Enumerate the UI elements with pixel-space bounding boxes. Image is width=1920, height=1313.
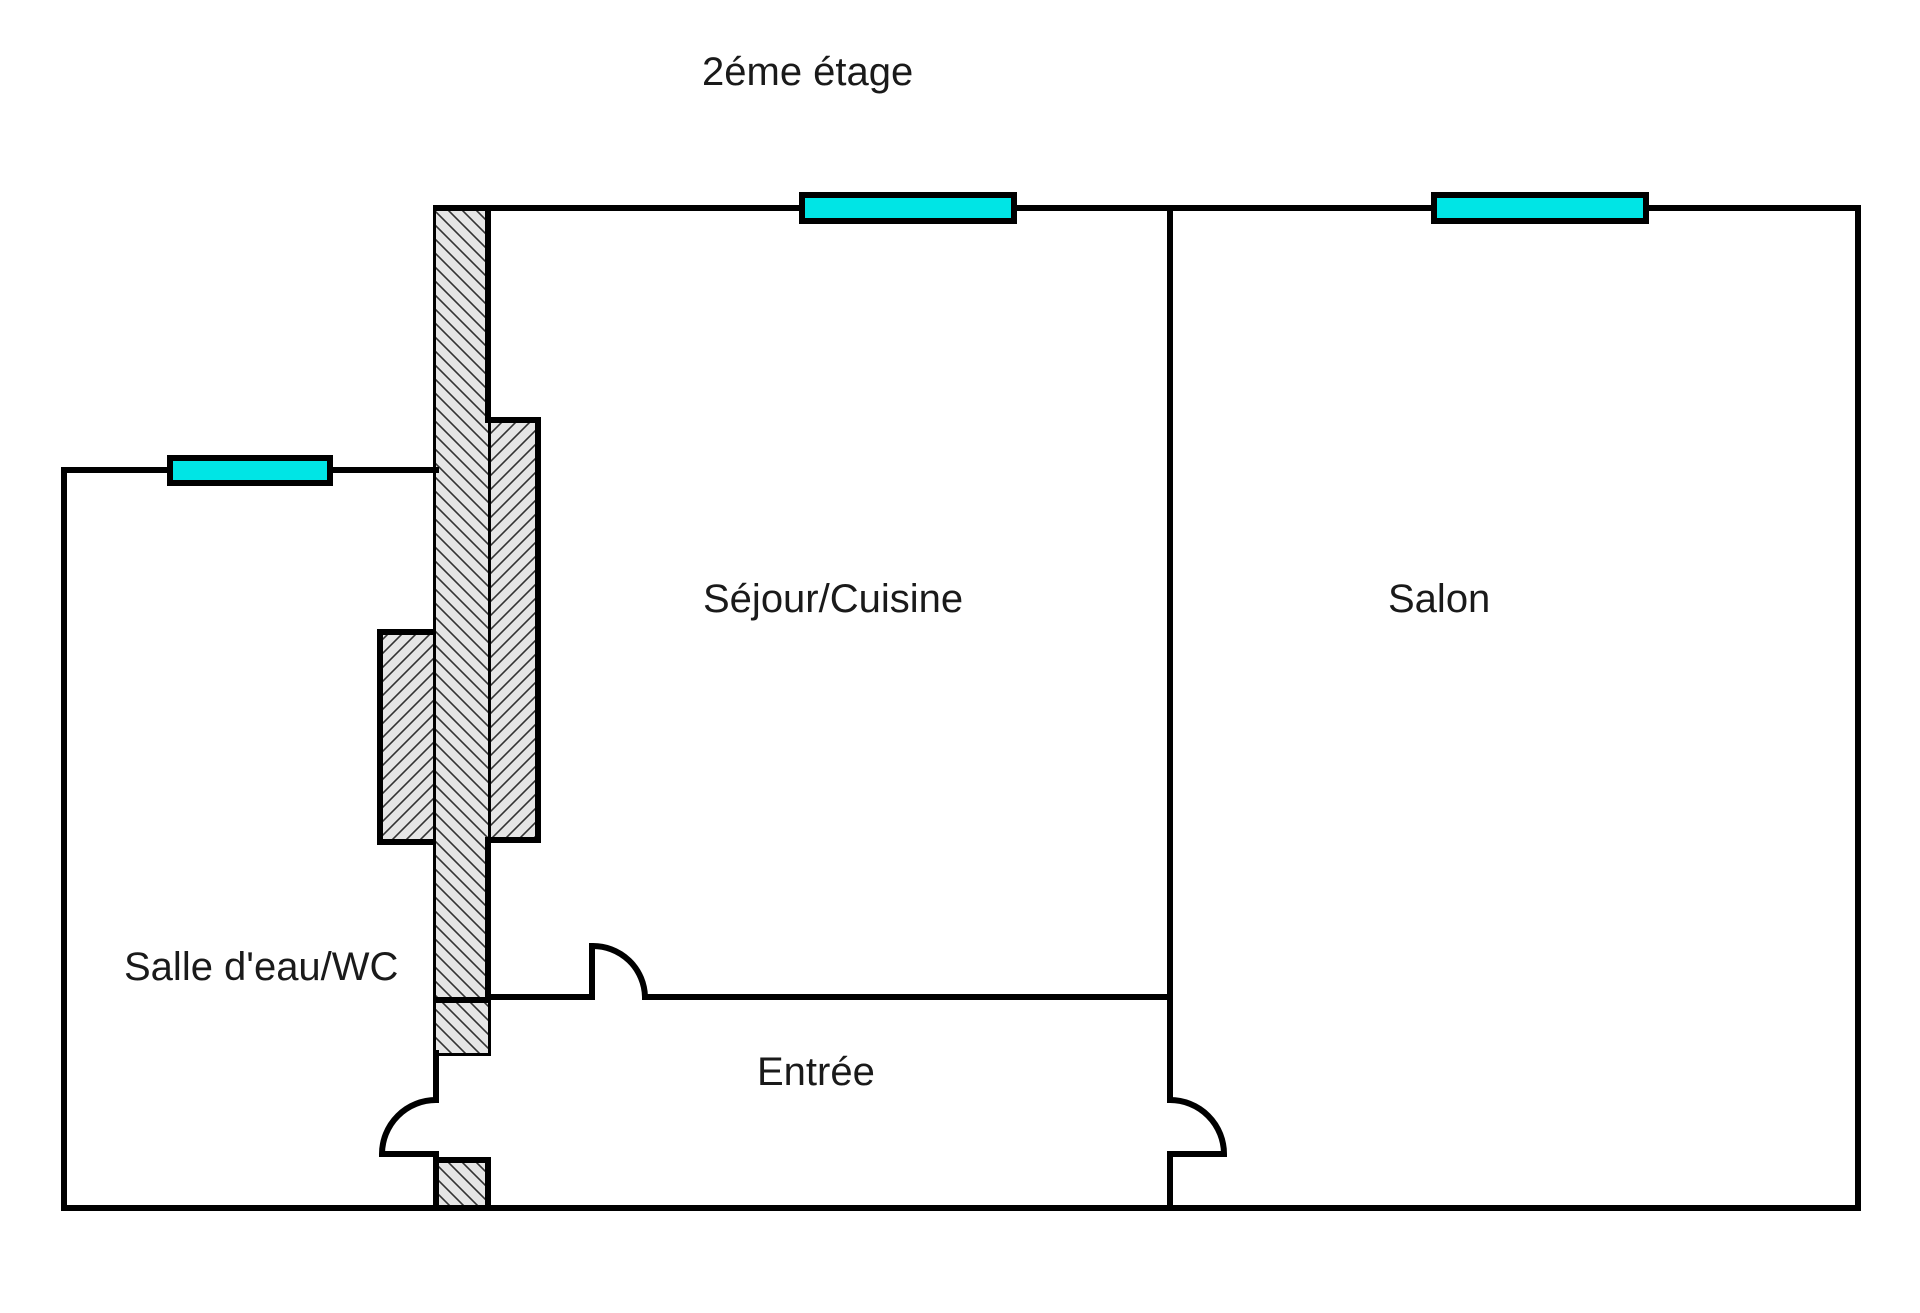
room-label-salon: Salon xyxy=(1388,577,1490,621)
window-salle-eau xyxy=(167,455,333,486)
hatched-wall xyxy=(377,205,541,1211)
window-salon xyxy=(1431,192,1649,224)
walls xyxy=(61,205,1861,1211)
door-salon xyxy=(1167,1097,1228,1160)
floor-title: 2éme étage xyxy=(702,50,913,94)
door-salle-eau xyxy=(378,1097,439,1160)
room-label-entree: Entrée xyxy=(757,1050,875,1094)
doors xyxy=(378,942,1228,1160)
room-label-sejour: Séjour/Cuisine xyxy=(703,577,963,621)
windows xyxy=(167,192,1649,486)
door-sejour xyxy=(589,942,648,998)
room-label-salle-eau: Salle d'eau/WC xyxy=(124,945,398,989)
window-sejour xyxy=(799,192,1017,224)
